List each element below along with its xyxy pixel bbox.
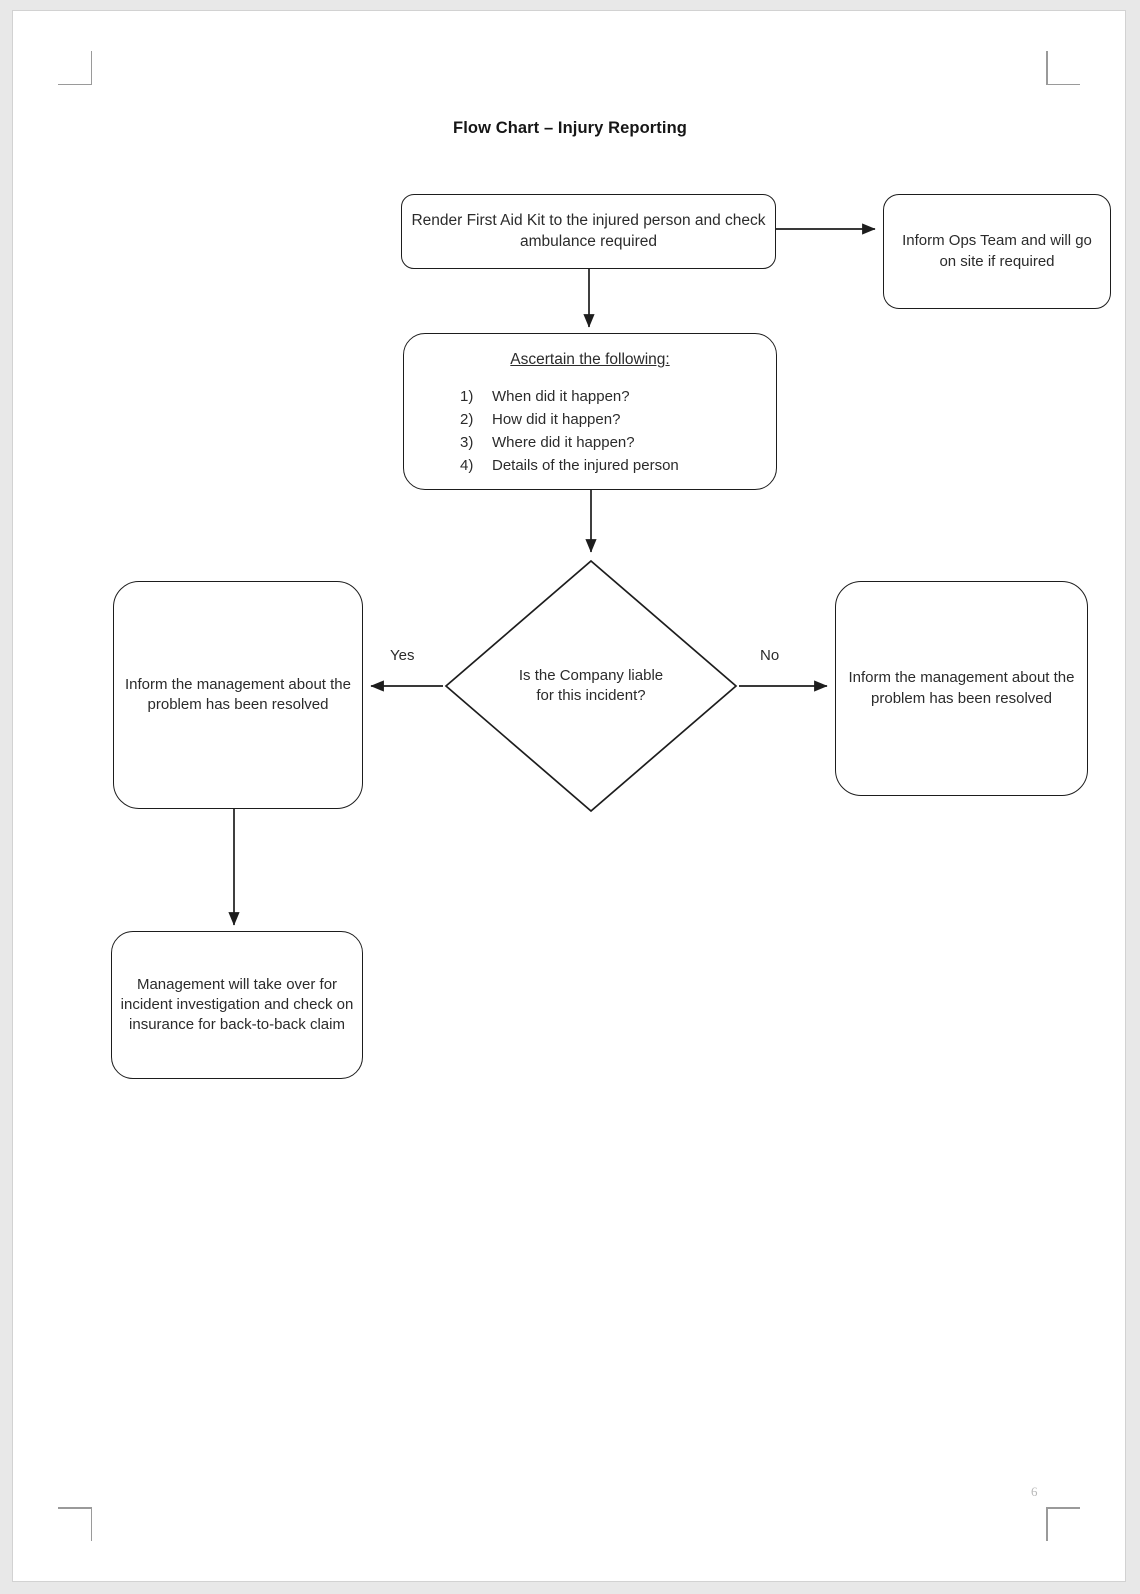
node-inform-management-yes: Inform the management about the problem … bbox=[113, 581, 363, 809]
list-item-label: Details of the injured person bbox=[492, 457, 679, 475]
list-item-label: When did it happen? bbox=[492, 387, 630, 405]
node-first-aid-text: Render First Aid Kit to the injured pers… bbox=[411, 211, 766, 250]
crop-mark-top-right bbox=[1046, 51, 1080, 85]
list-item-number: 3) bbox=[460, 433, 474, 451]
list-item-number: 2) bbox=[460, 410, 474, 428]
edge-label-no: No bbox=[760, 647, 780, 664]
node-ops-team-text: Inform Ops Team and will go on site if r… bbox=[902, 232, 1092, 270]
node-no-box-text: Inform the management about the problem … bbox=[848, 669, 1075, 707]
node-inform-ops-team: Inform Ops Team and will go on site if r… bbox=[883, 194, 1111, 309]
edge-label-yes: Yes bbox=[390, 647, 415, 664]
node-management-takes-over: Management will take over for incident i… bbox=[111, 931, 363, 1079]
document-page: 6 Flow Chart – Injury Reporting Render F… bbox=[12, 10, 1126, 1582]
list-item-label: Where did it happen? bbox=[492, 433, 635, 451]
list-item-number: 4) bbox=[460, 457, 474, 475]
node-yes-box-text: Inform the management about the problem … bbox=[125, 675, 351, 713]
node-decision-company-liable: Is the Company liable for this incident? bbox=[443, 558, 739, 814]
node-inform-management-no: Inform the management about the problem … bbox=[835, 581, 1088, 796]
node-render-first-aid: Render First Aid Kit to the injured pers… bbox=[401, 194, 776, 269]
list-item-label: How did it happen? bbox=[492, 410, 621, 428]
crop-mark-bottom-right bbox=[1046, 1507, 1080, 1541]
node-management-text: Management will take over for incident i… bbox=[120, 975, 354, 1034]
list-item: 2) How did it happen? bbox=[460, 410, 768, 430]
list-item-number: 1) bbox=[460, 387, 474, 405]
list-item: 4) Details of the injured person bbox=[460, 456, 768, 476]
list-item: 3) Where did it happen? bbox=[460, 433, 768, 453]
list-item: 1) When did it happen? bbox=[460, 387, 768, 407]
crop-mark-top-left bbox=[58, 51, 92, 85]
ascertain-list: 1) When did it happen? 2) How did it hap… bbox=[412, 387, 768, 476]
page-title: Flow Chart – Injury Reporting bbox=[453, 119, 687, 137]
diamond-shape bbox=[444, 559, 738, 813]
ascertain-heading: Ascertain the following: bbox=[510, 351, 670, 368]
crop-mark-bottom-left bbox=[58, 1507, 92, 1541]
node-ascertain-the-following: Ascertain the following: 1) When did it … bbox=[403, 333, 777, 490]
node-decision-text: Is the Company liable for this incident? bbox=[518, 666, 664, 704]
page-number: 6 bbox=[1031, 1484, 1038, 1499]
